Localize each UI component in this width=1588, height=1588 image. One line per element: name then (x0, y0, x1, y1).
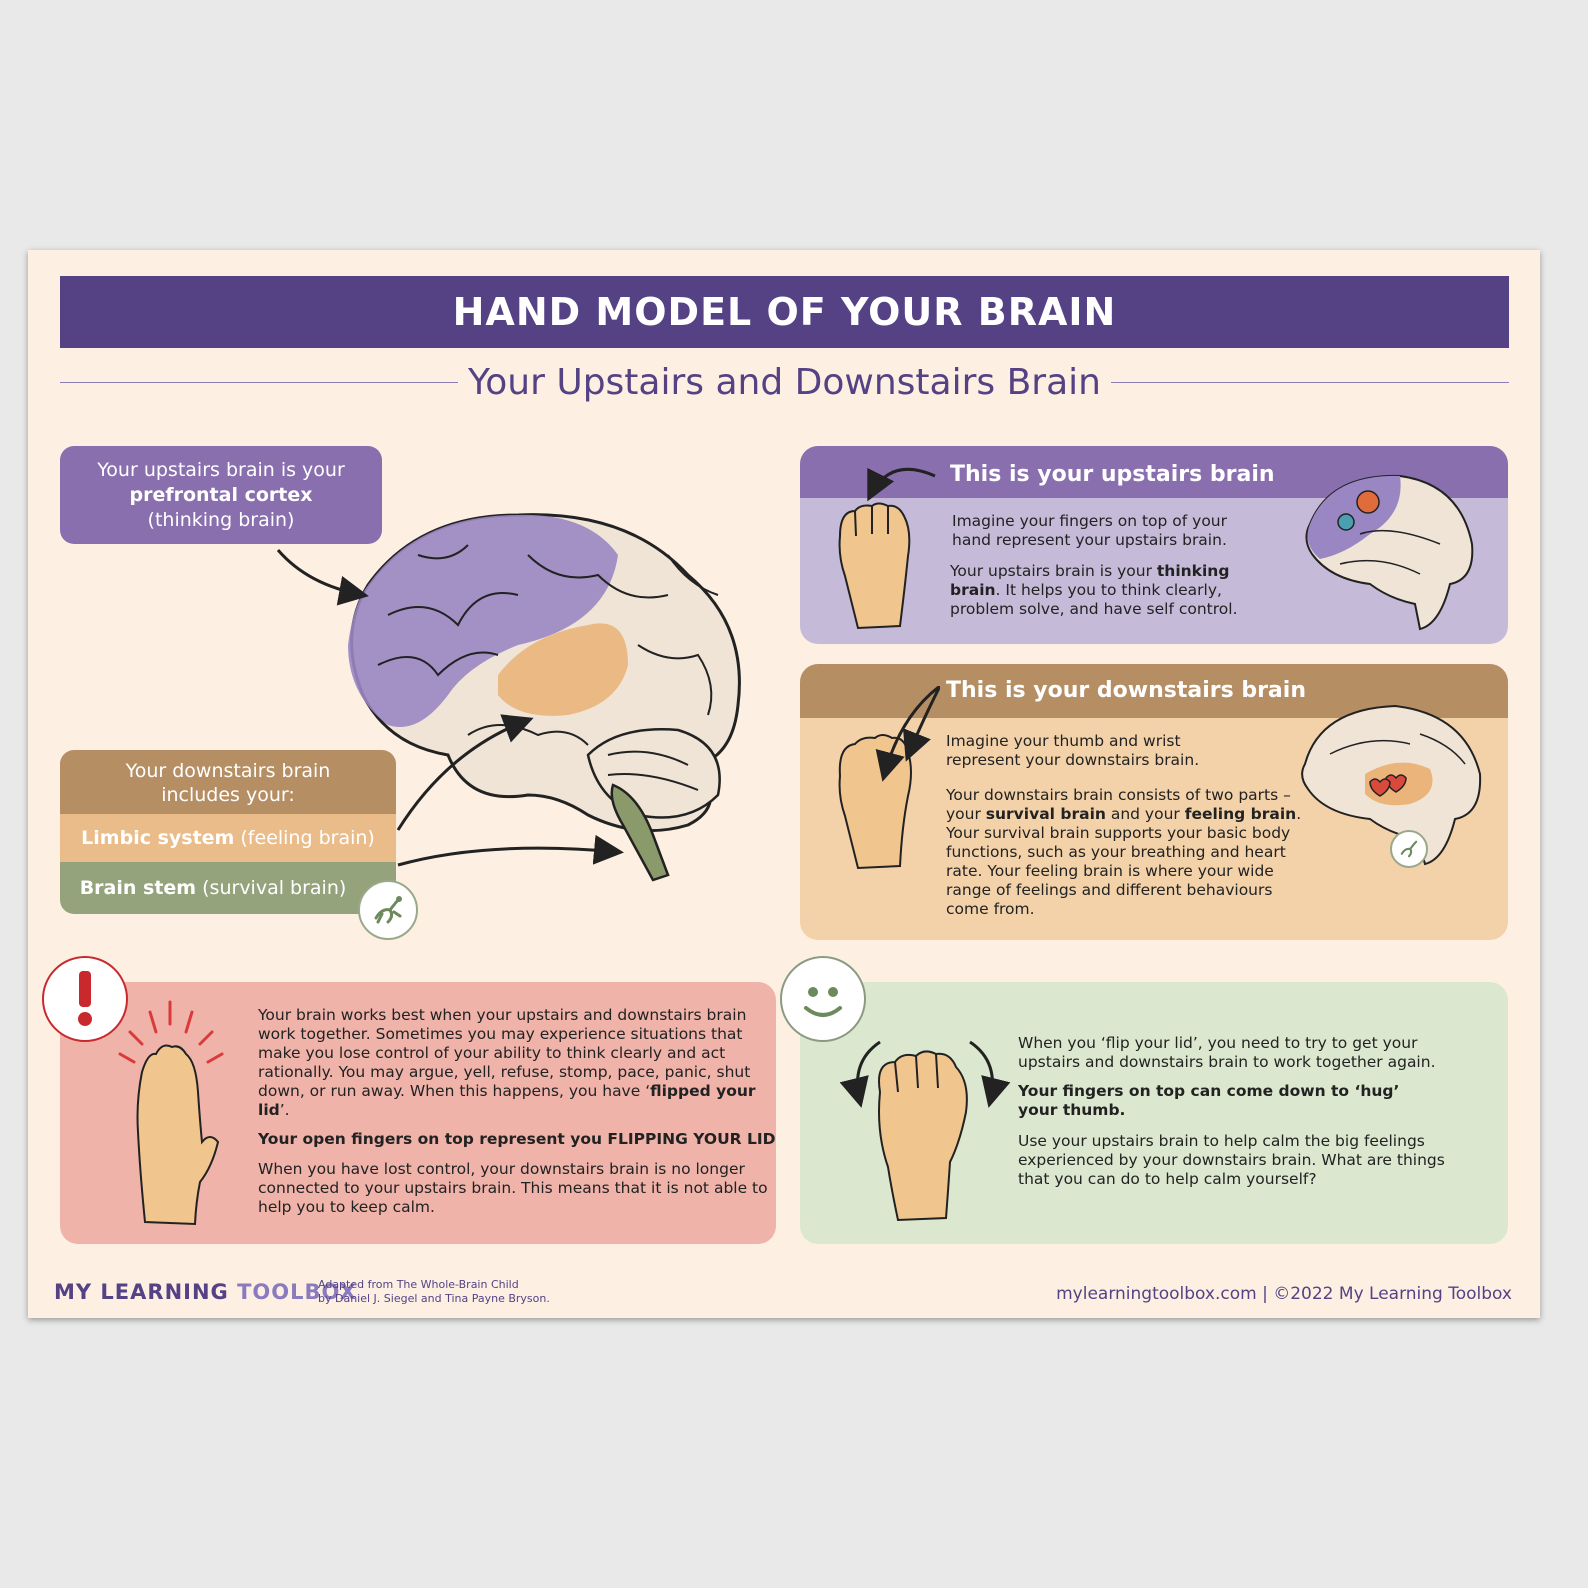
downstairs-p2-b: and your (1105, 805, 1185, 823)
downstairs-head-line1: Your downstairs brain (125, 760, 331, 782)
logo-part-a: MY LEARNING (54, 1280, 238, 1304)
logo-part-b: TOOLBOX (237, 1280, 357, 1304)
calm-p1: When you ‘flip your lid’, you need to tr… (1018, 1034, 1436, 1071)
downstairs-p2-a: Your downstairs brain consists of two pa… (946, 786, 1291, 823)
upstairs-card-p1: Imagine your fingers on top of your hand… (952, 512, 1227, 549)
hug-hand-icon (840, 1040, 1010, 1222)
adapted-credit: Adapted from The Whole-Brain Child by Da… (318, 1278, 550, 1306)
stem-rest: (survival brain) (196, 877, 347, 899)
upstairs-label-line3: (thinking brain) (147, 509, 295, 531)
upstairs-p2-b: . It helps you to think clearly, problem… (950, 581, 1238, 618)
flip-lid-p3: When you have lost control, your downsta… (258, 1160, 768, 1216)
limbic-bold: Limbic system (81, 827, 235, 849)
upstairs-card-p2: Your upstairs brain is your thinking bra… (950, 562, 1270, 619)
calm-card: When you ‘flip your lid’, you need to tr… (800, 982, 1508, 1244)
gear-icon (1356, 490, 1380, 514)
flip-lid-card: Your brain works best when your upstairs… (60, 982, 776, 1244)
limbic-system-label: Limbic system (feeling brain) (60, 814, 396, 862)
adapted-line2: by Daniel J. Siegel and Tina Payne Bryso… (318, 1292, 550, 1305)
smiley-icon (780, 956, 866, 1042)
downstairs-card-p1: Imagine your thumb and wrist represent y… (946, 732, 1200, 769)
lizard-icon (1390, 830, 1428, 868)
adapted-line1: Adapted from The Whole-Brain Child (318, 1278, 519, 1291)
flip-lid-p2: Your open fingers on top represent you F… (258, 1130, 776, 1148)
divider-left (60, 381, 459, 383)
upstairs-p2-a: Your upstairs brain is your (950, 562, 1157, 580)
calm-p3: Use your upstairs brain to help calm the… (1018, 1132, 1445, 1188)
upstairs-label-bold: prefrontal cortex (129, 484, 313, 506)
brain-stem-label: Brain stem (survival brain) (60, 862, 396, 914)
hand-thumb-icon (838, 686, 940, 870)
downstairs-label-head: Your downstairs brain includes your: (60, 750, 396, 814)
divider-right (1110, 381, 1510, 383)
flip-p1-bold: flipped your lid (258, 1082, 756, 1119)
upstairs-card-heading: This is your upstairs brain (950, 462, 1275, 487)
lizard-icon (358, 880, 418, 940)
downstairs-head-line2: includes your: (161, 784, 295, 806)
heart-icon (1385, 774, 1407, 793)
flip-p1-a: Your brain works best when your upstairs… (258, 1006, 751, 1100)
poster-sheet: HAND MODEL OF YOUR BRAIN Your Upstairs a… (28, 250, 1540, 1318)
upstairs-p2-bold: thinking brain (950, 562, 1230, 599)
downstairs-label: Your downstairs brain includes your: Lim… (60, 750, 396, 914)
copyright: mylearningtoolbox.com | ©2022 My Learnin… (1056, 1284, 1512, 1304)
upstairs-brain-icon (1305, 474, 1474, 631)
downstairs-p2-bold1: survival brain (985, 805, 1106, 823)
downstairs-card-heading: This is your downstairs brain (946, 678, 1306, 703)
downstairs-card-p2: Your downstairs brain consists of two pa… (946, 786, 1306, 919)
brand-logo: MY LEARNING TOOLBOX (54, 1280, 357, 1304)
gear-icon (1337, 513, 1355, 531)
downstairs-brain-icon (1301, 704, 1482, 866)
title-bar: HAND MODEL OF YOUR BRAIN (60, 276, 1509, 348)
flip-p1-b: ’. (279, 1101, 290, 1119)
downstairs-card: This is your downstairs brain Imagine yo… (800, 664, 1508, 940)
heart-icon (1369, 778, 1391, 797)
hand-fist-icon (838, 467, 936, 630)
subtitle-row: Your Upstairs and Downstairs Brain (60, 360, 1510, 404)
page-subtitle: Your Upstairs and Downstairs Brain (468, 361, 1101, 403)
calm-p2: Your fingers on top can come down to ‘hu… (1018, 1082, 1400, 1119)
flip-lid-p1: Your brain works best when your upstairs… (258, 1006, 776, 1120)
upstairs-label-line1: Your upstairs brain is your (97, 459, 345, 481)
stem-bold: Brain stem (79, 877, 197, 899)
connector-arrows (396, 714, 624, 867)
upstairs-label: Your upstairs brain is your prefrontal c… (60, 446, 382, 544)
downstairs-p2-bold2: feeling brain (1184, 805, 1297, 823)
limbic-rest: (feeling brain) (234, 827, 375, 849)
brain-illustration (276, 513, 741, 882)
downstairs-p2-c: . Your survival brain supports your basi… (946, 805, 1302, 918)
open-hand-icon (118, 1000, 224, 1226)
page-title: HAND MODEL OF YOUR BRAIN (452, 290, 1117, 334)
exclamation-icon (42, 956, 128, 1042)
upstairs-card: This is your upstairs brain Imagine your… (800, 446, 1508, 644)
